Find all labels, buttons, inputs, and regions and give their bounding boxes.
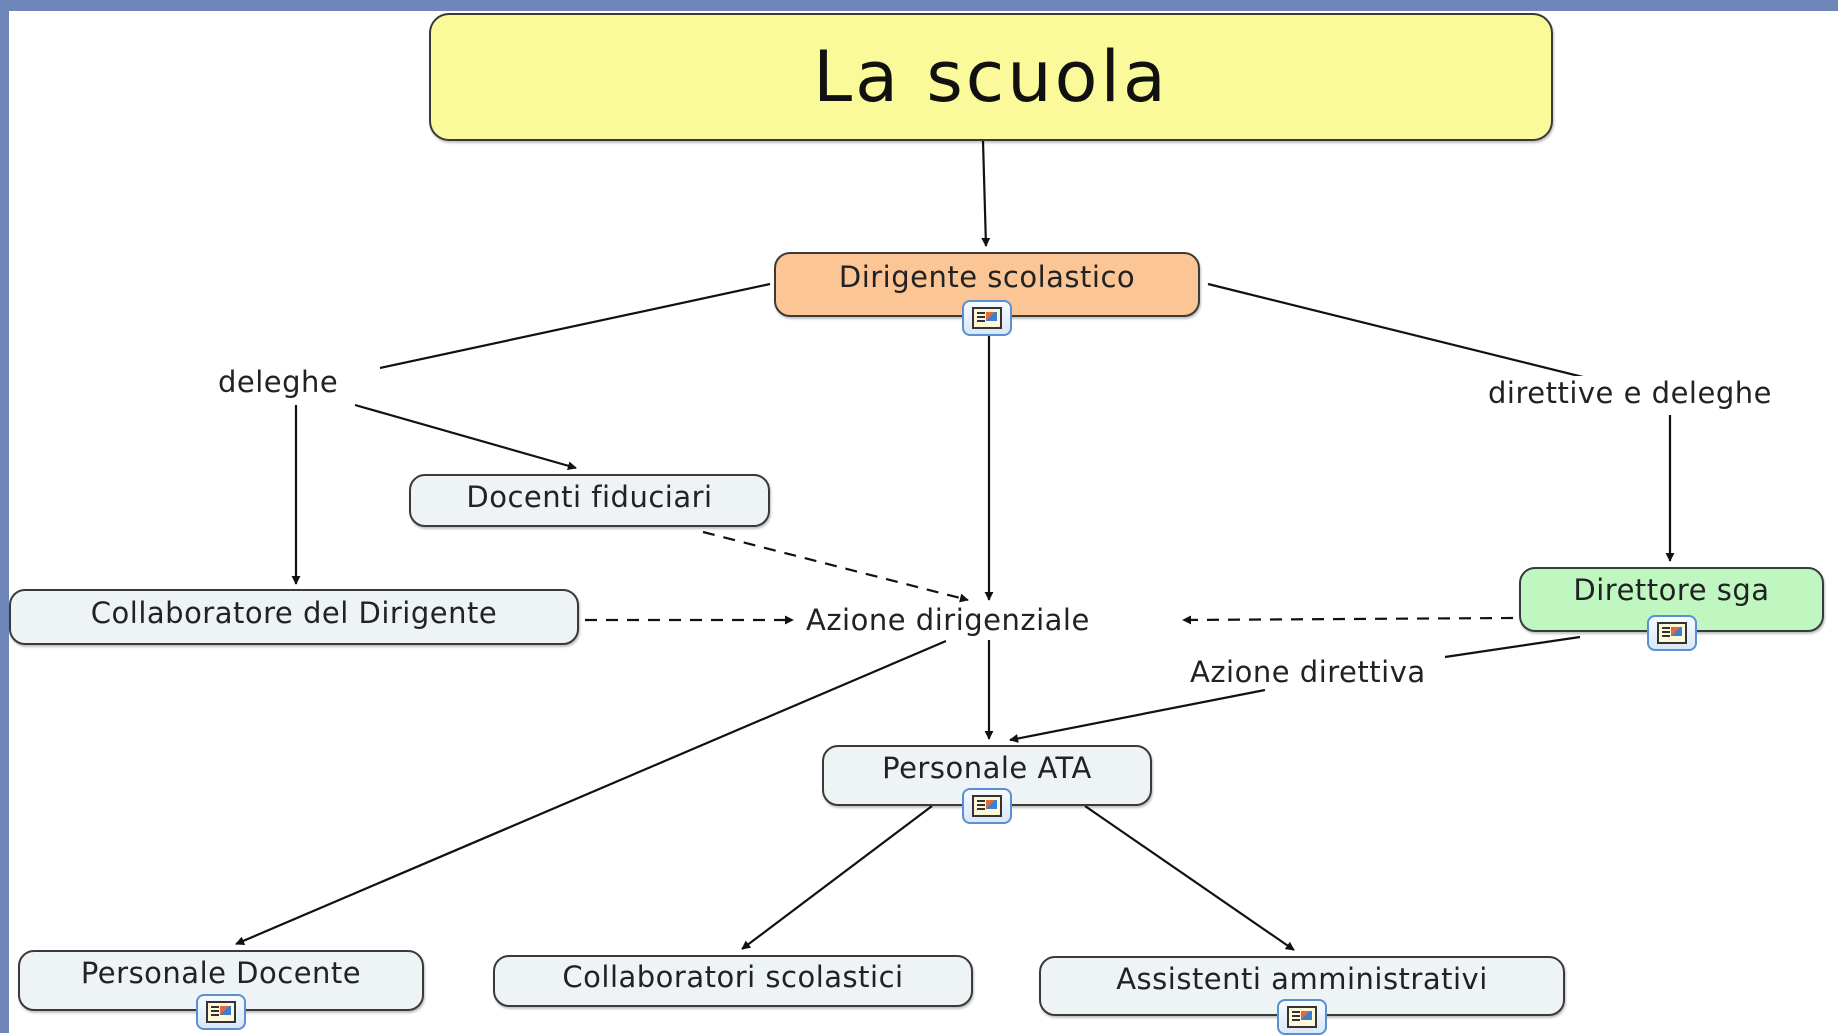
node-label: Collaboratori scolastici bbox=[562, 960, 904, 994]
node-label: Collaboratore del Dirigente bbox=[90, 596, 498, 630]
document-icon[interactable] bbox=[196, 994, 246, 1030]
link-azionedirettiva-ata bbox=[1009, 688, 1266, 743]
node-collaboratore-dirigente[interactable]: Collaboratore del Dirigente bbox=[9, 589, 579, 645]
link-dirigente-deleghe bbox=[379, 282, 771, 370]
link-title-dirigente bbox=[981, 140, 991, 247]
node-direttore-sga[interactable]: Direttore sga bbox=[1519, 567, 1824, 632]
link-label-direttive-e-deleghe: direttive e deleghe bbox=[1488, 376, 1772, 410]
node-personale-docente[interactable]: Personale Docente bbox=[18, 950, 424, 1011]
link-deleghe-docenti bbox=[354, 403, 577, 471]
link-ata-assistenti bbox=[1084, 805, 1295, 951]
node-label: Assistenti amministrativi bbox=[1116, 962, 1488, 996]
document-icon[interactable] bbox=[962, 300, 1012, 336]
title-node[interactable]: La scuola bbox=[429, 13, 1553, 141]
link-dirigente-direttive bbox=[1207, 282, 1596, 382]
link-direttore-azionedirettiva bbox=[1444, 635, 1581, 659]
link-label-azione-direttiva: Azione direttiva bbox=[1190, 655, 1426, 689]
node-label: Dirigente scolastico bbox=[838, 260, 1136, 294]
document-icon[interactable] bbox=[1277, 999, 1327, 1035]
link-azione-docente bbox=[235, 639, 947, 946]
document-icon[interactable] bbox=[1647, 615, 1697, 651]
node-label: Personale ATA bbox=[882, 751, 1092, 785]
frame-border-top bbox=[0, 0, 1838, 11]
link-direttore-azione bbox=[1182, 615, 1514, 625]
link-label-deleghe: deleghe bbox=[218, 365, 339, 399]
node-label: Personale Docente bbox=[80, 956, 362, 990]
node-collaboratori-scolastici[interactable]: Collaboratori scolastici bbox=[493, 955, 973, 1007]
link-docenti-azione bbox=[702, 530, 969, 603]
node-docenti-fiduciari[interactable]: Docenti fiduciari bbox=[409, 474, 770, 527]
title-label: La scuola bbox=[813, 36, 1169, 118]
document-icon[interactable] bbox=[962, 788, 1012, 824]
link-ata-collaboratori bbox=[741, 805, 933, 950]
node-label: Docenti fiduciari bbox=[466, 479, 713, 514]
frame-border-left bbox=[0, 0, 9, 1033]
link-label-azione-dirigenziale: Azione dirigenziale bbox=[806, 603, 1090, 637]
node-label: Direttore sga bbox=[1573, 573, 1770, 607]
